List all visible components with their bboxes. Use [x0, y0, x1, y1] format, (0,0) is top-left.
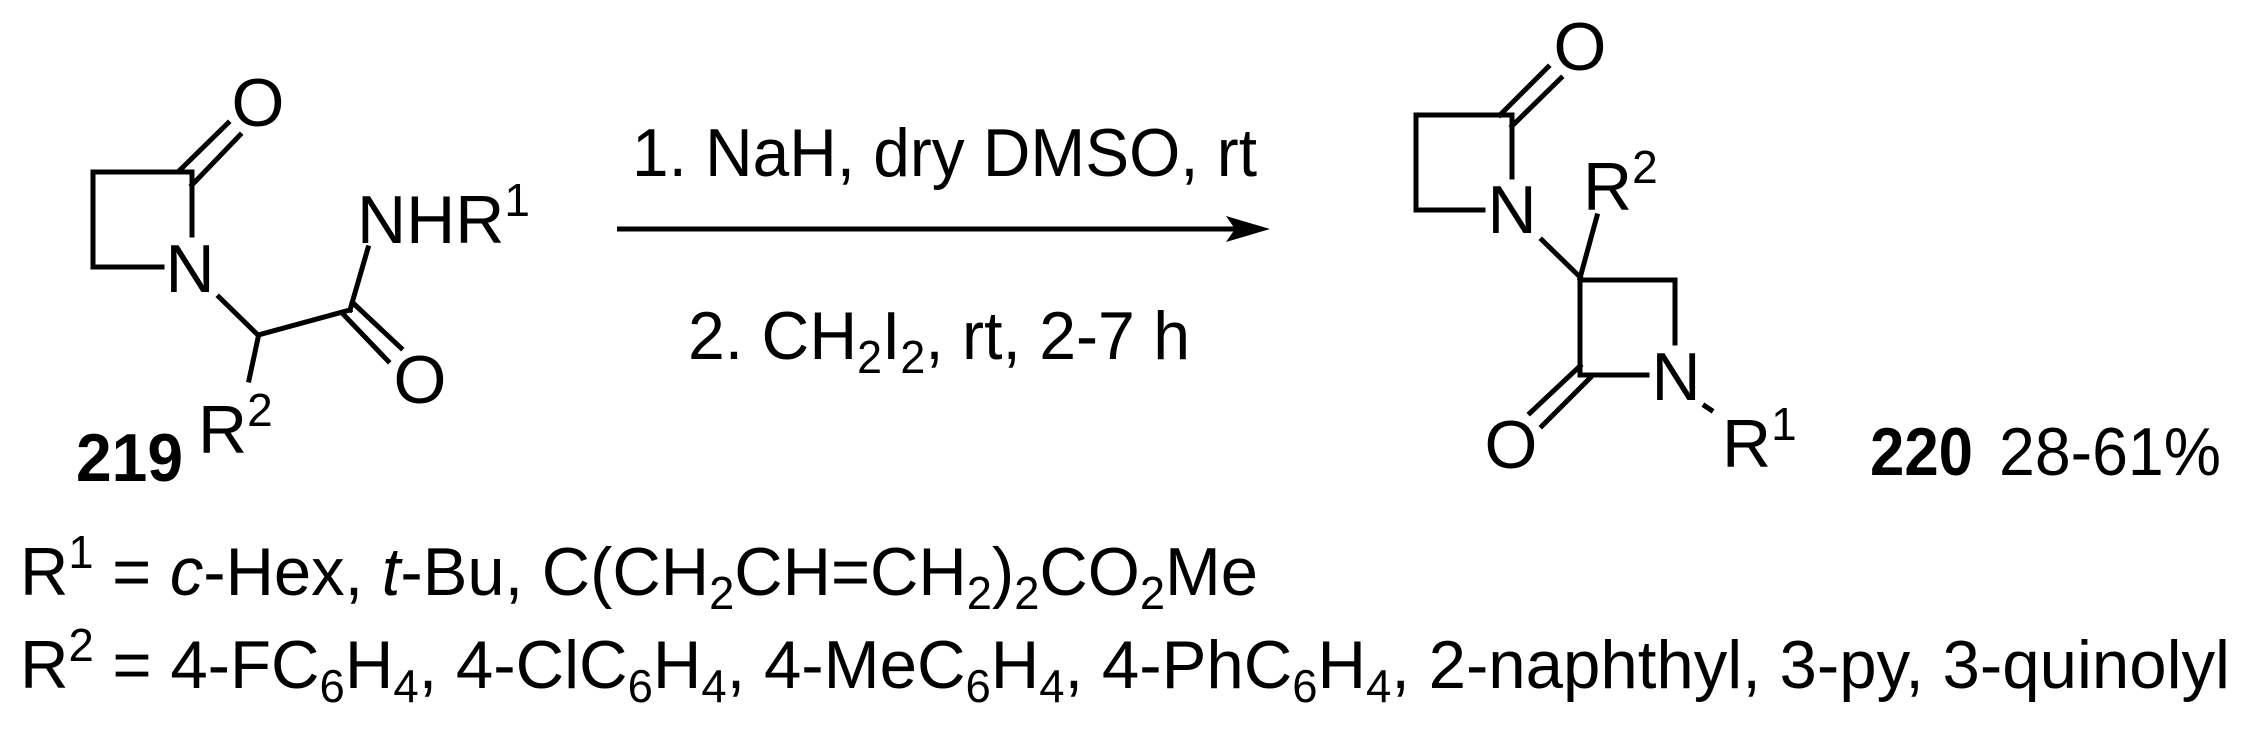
reactant-n-ch-bond	[215, 293, 262, 339]
product-upper-oxygen-label: O	[1554, 9, 1607, 85]
product-n-quaternary-c-bond	[1538, 236, 1584, 281]
reactant-ch-carbonyl-bond	[254, 306, 354, 339]
reactant-ring-carbonyl-bond-a	[176, 119, 232, 174]
reactant-ring-nitrogen-label: N	[165, 231, 214, 307]
reactant-amide-oxygen-label: O	[394, 342, 447, 418]
reactant-amide-carbonyl-bond-a	[339, 310, 392, 365]
product-yield: 28-61%	[1999, 414, 2221, 490]
product-compound-number: 220	[1870, 414, 1973, 490]
condition-step-2: 2. CH2I2, rt, 2-7 h	[688, 298, 1190, 383]
product-upper-nitrogen-label: N	[1487, 172, 1536, 248]
reaction-conditions: 1. NaH, dry DMSO, rt 2. CH2I2, rt, 2-7 h	[617, 115, 1270, 383]
product-lower-nitrogen-label: N	[1651, 339, 1700, 415]
reactant-amide-nhr1-label: NHR1	[357, 174, 530, 258]
r2-definition-line: R2 = 4-FC6H4, 4-ClC6H4, 4-MeC6H4, 4-PhC6…	[20, 619, 2230, 712]
product-220-structure: O N N O R2 R1 220 28-61%	[1413, 9, 2221, 490]
reactant-amide-carbonyl-bond-b	[349, 299, 405, 352]
reactant-r2-label: R2	[198, 384, 273, 468]
product-r2-label: R2	[1583, 141, 1658, 225]
reactant-ring-bonds	[90, 169, 195, 270]
reactant-ring-carbonyl-bond-b	[188, 131, 244, 189]
product-lower-carbonyl-bond-a	[1526, 362, 1584, 417]
reactant-ch-r2-bond	[246, 335, 261, 383]
product-upper-ring-bonds	[1413, 112, 1515, 213]
product-lower-oxygen-label: O	[1485, 407, 1538, 483]
product-r2-bond	[1576, 212, 1601, 282]
product-r1-label: R1	[1722, 398, 1797, 482]
product-upper-carbonyl-bond-b	[1508, 74, 1565, 130]
reactant-219-structure: O N O NHR1 R2 219	[76, 65, 530, 496]
product-lower-carbonyl-bond-b	[1538, 374, 1594, 430]
reactant-ring-oxygen-label: O	[232, 65, 285, 141]
substituent-definitions: R1 = c-Hex, t-Bu, C(CH2CH=CH2)2CO2Me R2 …	[20, 526, 2230, 712]
product-lower-ring-bonds	[1577, 277, 1678, 378]
product-n-r1-bond	[1701, 402, 1715, 414]
r1-definition-line: R1 = c-Hex, t-Bu, C(CH2CH=CH2)2CO2Me	[20, 526, 1258, 619]
condition-step-1: 1. NaH, dry DMSO, rt	[632, 115, 1257, 191]
product-upper-carbonyl-bond-a	[1496, 63, 1552, 119]
reactant-compound-number: 219	[76, 420, 183, 496]
reaction-arrow-head-icon	[1226, 216, 1270, 242]
